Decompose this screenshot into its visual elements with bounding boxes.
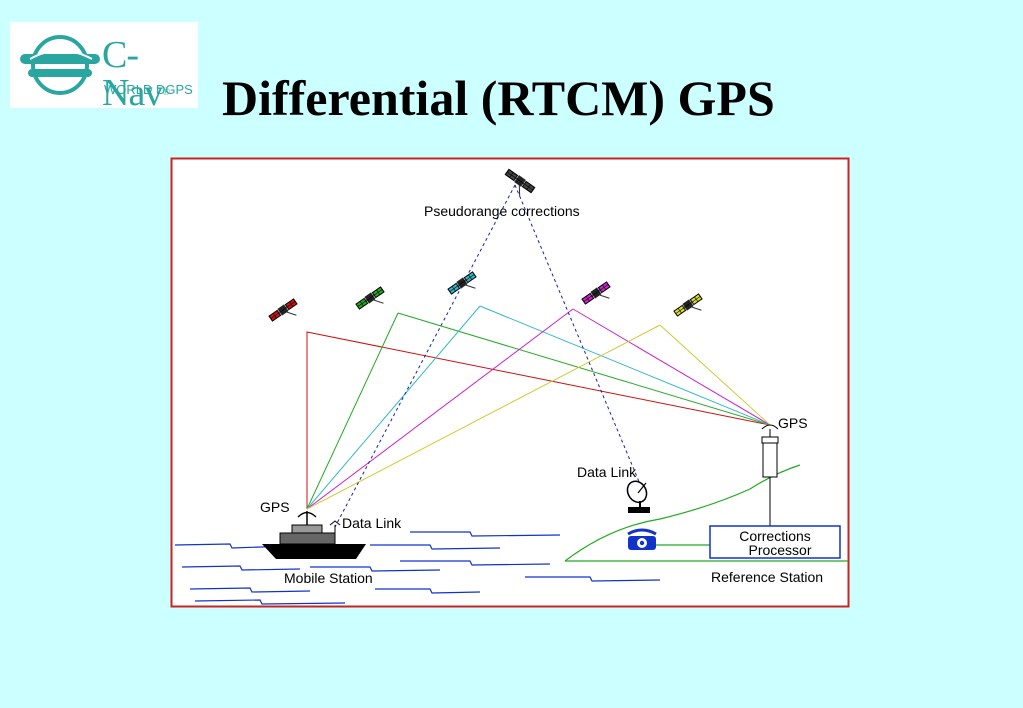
logo-name: C-Nav® [102, 34, 170, 114]
label-processor: Processor [748, 542, 811, 558]
label-data-link-mobile: Data Link [342, 515, 402, 531]
label-data-link-reference: Data Link [577, 464, 637, 480]
label-reference-station: Reference Station [711, 569, 823, 585]
page-title: Differential (RTCM) GPS [222, 70, 775, 126]
ranging-line-cyan-ref [479, 305, 771, 426]
data-link-downlink [334, 184, 516, 528]
water-waves [174, 531, 661, 605]
logo-tagline: WORLD DGPS [104, 82, 193, 97]
cnav-logo: C-Nav® WORLD DGPS [10, 22, 198, 112]
ranging-line-green-mobile [306, 312, 399, 510]
ranging-line-magenta-ref [572, 308, 771, 426]
ranging-line-red [306, 331, 771, 509]
ranging-line-yellow-ref [659, 324, 771, 426]
data-link-lines [334, 184, 641, 528]
ranging-line-cyan-mobile [306, 305, 481, 510]
ranging-line-yellow-mobile [306, 324, 661, 510]
telephone-icon [627, 528, 657, 550]
label-gps-mobile: GPS [260, 499, 290, 515]
reference-gps-antenna [761, 424, 779, 527]
ranging-line-magenta-mobile [306, 308, 574, 510]
data-link-uplink [514, 184, 641, 485]
ranging-line-green-ref [397, 312, 771, 426]
label-pseudorange-corrections: Pseudorange corrections [424, 203, 580, 219]
ship-icon [262, 511, 366, 559]
label-corrections: Corrections [739, 528, 811, 544]
label-mobile-station: Mobile Station [284, 570, 373, 586]
corrections-processor-box [709, 525, 841, 559]
cnav-globe-icon [20, 35, 100, 95]
ranging-lines [306, 305, 771, 510]
satellite-dish-icon [626, 480, 650, 513]
dgps-diagram: Pseudorange corrections GPS Data Link Co… [170, 157, 850, 608]
label-gps-reference: GPS [778, 415, 808, 431]
